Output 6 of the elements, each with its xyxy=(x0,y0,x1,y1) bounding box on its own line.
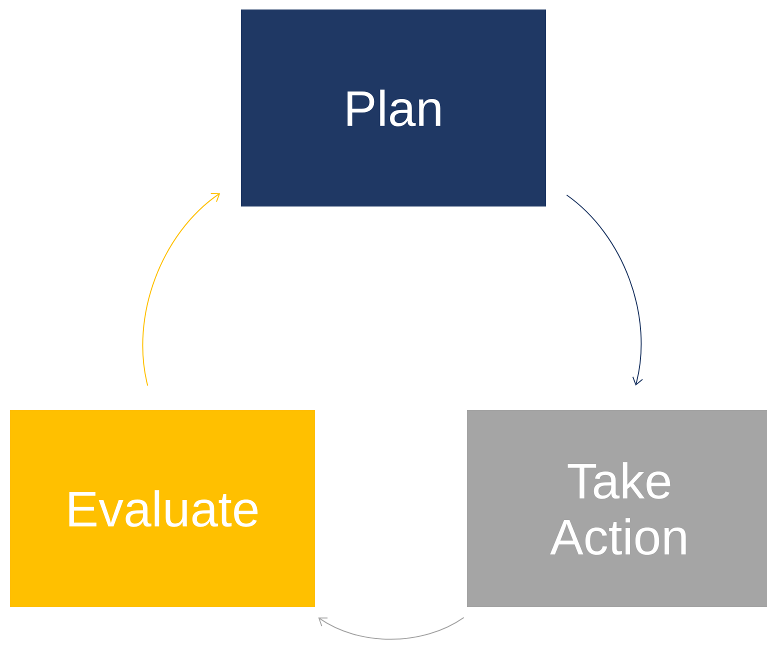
arrow xyxy=(142,193,220,386)
process-box: Take Action xyxy=(467,410,767,607)
arrow xyxy=(566,194,643,386)
process-box: Plan xyxy=(241,10,546,206)
process-box: Evaluate xyxy=(10,410,315,607)
arrow xyxy=(318,617,464,640)
